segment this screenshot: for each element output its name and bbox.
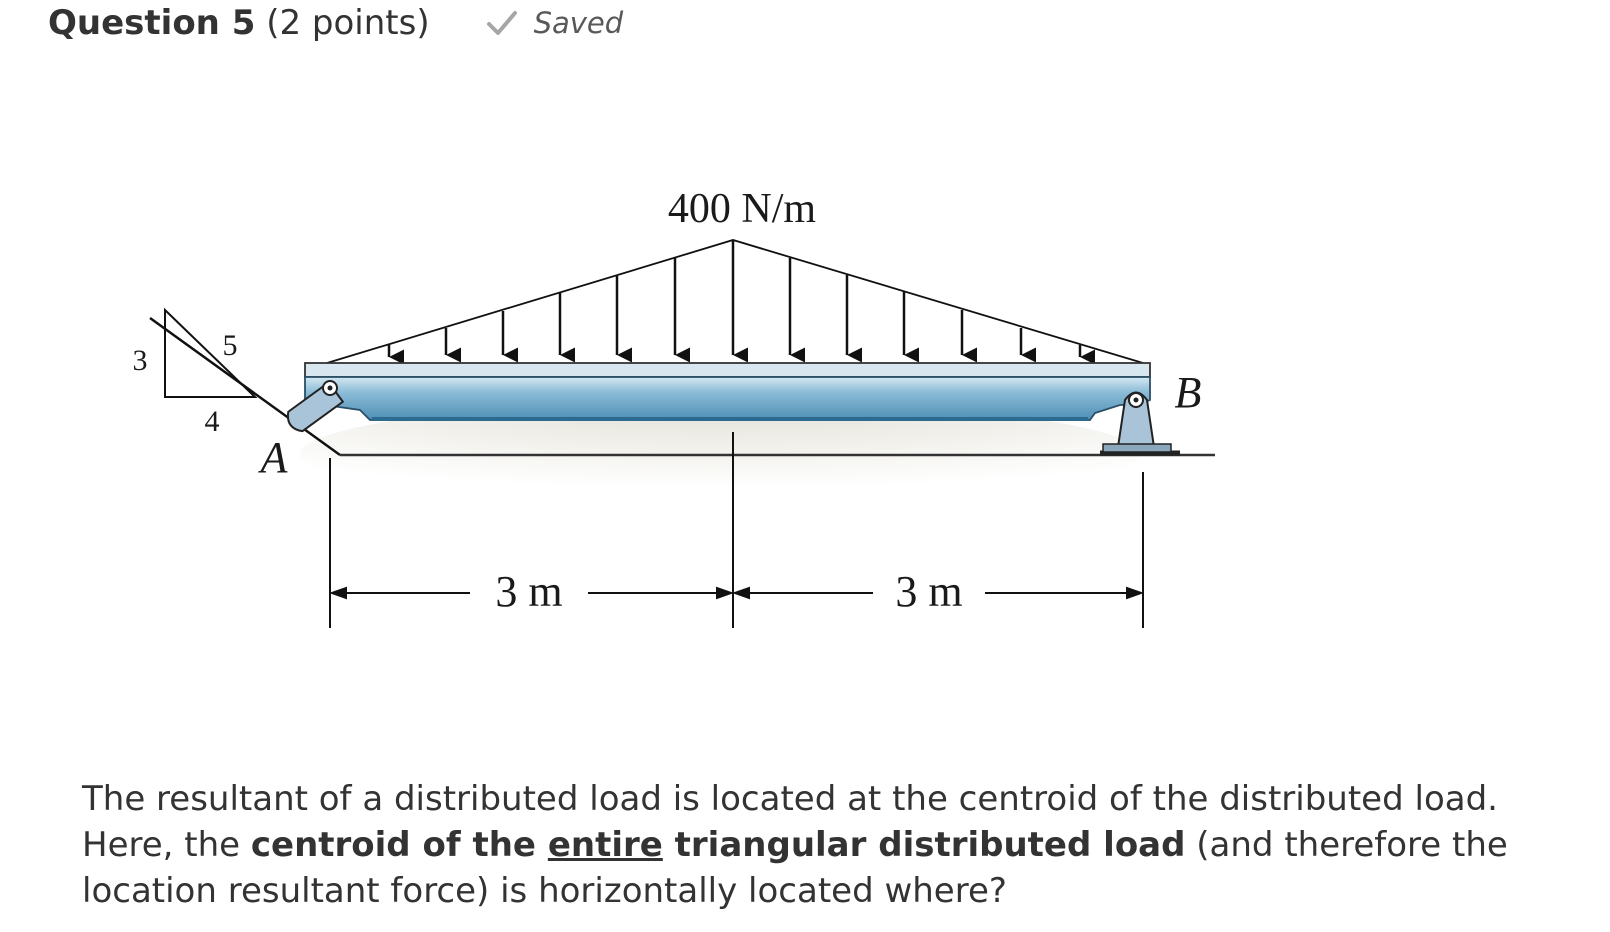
emphasis-triangular-load: triangular distributed load	[662, 825, 1186, 865]
slope-run-label: 4	[205, 405, 220, 438]
dimension-right-label: 3 m	[895, 567, 962, 616]
support-b-label: B	[1175, 368, 1202, 417]
support-a: A	[258, 380, 345, 482]
question-header: Question 5 (2 points) Saved	[48, 0, 623, 46]
question-title: Question 5 (2 points)	[48, 3, 430, 43]
slope-hypotenuse-label: 5	[223, 329, 238, 362]
load-arrows	[387, 240, 1095, 365]
dimension-left-label: 3 m	[495, 567, 562, 616]
question-text: The resultant of a distributed load is l…	[82, 776, 1582, 914]
question-sentence-3: (and therefore the location resultant fo…	[82, 825, 1508, 911]
check-icon	[486, 11, 517, 35]
saved-status: Saved	[486, 6, 624, 40]
ground-line	[340, 450, 1215, 457]
question-number: Question 5	[48, 3, 256, 43]
question-sentence-1: The resultant of a distributed load is l…	[82, 779, 1498, 819]
support-a-label: A	[258, 433, 289, 482]
load-intensity-label: 400 N/m	[668, 186, 817, 232]
question-sentence-2: Here, the	[82, 825, 251, 865]
support-b: B	[1102, 368, 1202, 453]
emphasis-centroid: centroid of the	[250, 825, 548, 865]
question-points: (2 points)	[266, 3, 430, 43]
slope-triangle: 3 5 4	[133, 307, 341, 457]
emphasis-entire: entire	[547, 825, 663, 865]
beam	[304, 362, 1151, 421]
distributed-load: 400 N/m	[326, 186, 1144, 365]
beam-diagram: 3 5 4 400 N/m	[133, 186, 1215, 628]
saved-label: Saved	[533, 6, 624, 40]
slope-rise-label: 3	[133, 344, 148, 377]
dimension-lines	[329, 432, 1144, 628]
